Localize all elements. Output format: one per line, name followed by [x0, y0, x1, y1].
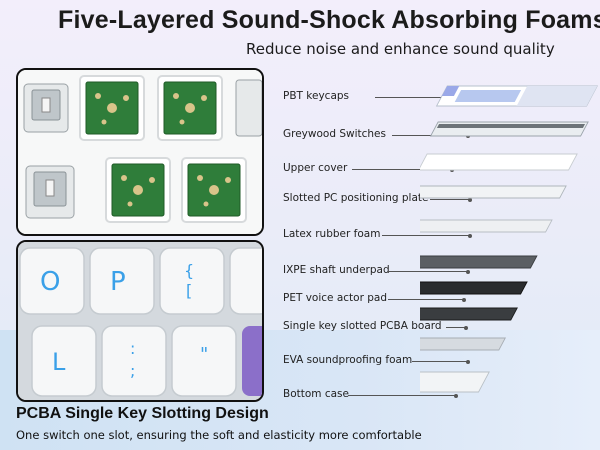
leader-line-pc-plate [430, 197, 472, 202]
exploded-layer-stack [420, 85, 599, 393]
bottom-case-layer [420, 371, 490, 393]
keycap-legend-colon: : [130, 339, 135, 358]
keycap-legend-l: L [52, 348, 66, 376]
layer-label-upper-cover: Upper cover [283, 162, 348, 174]
ixpe-pad-layer [420, 255, 538, 269]
layer-label-keycaps: PBT keycaps [283, 90, 350, 102]
keycaps-closeup-photo: O P { [ L : ; " [16, 240, 264, 402]
switches-layer [429, 121, 589, 137]
layer-label-eva-foam: EVA soundproofing foam [283, 354, 413, 366]
pc-plate-layer [420, 185, 567, 199]
keycap-legend-brace: { [184, 261, 194, 280]
layer-label-ixpe-pad: IXPE shaft underpad [283, 264, 390, 276]
leader-line-pet-pad [388, 297, 466, 302]
layer-label-pet-pad: PET voice actor pad [283, 292, 388, 304]
keycap-legend-bracket: [ [186, 281, 192, 300]
pcba-slots-illustration [18, 70, 262, 234]
keycaps-illustration: O P { [ L : ; " [18, 242, 262, 400]
leader-line-bottom-case [348, 393, 458, 398]
pet-pad-layer [420, 281, 528, 295]
page-title: Five-Layered Sound-Shock Absorbing Foams [58, 6, 600, 34]
upper-cover-layer [420, 153, 578, 171]
leader-line-ixpe-pad [388, 269, 470, 274]
layer-label-latex-foam: Latex rubber foam [283, 228, 381, 240]
layer-label-pc-plate: Slotted PC positioning plate [283, 192, 429, 204]
page-subtitle: Reduce noise and enhance sound quality [246, 40, 555, 58]
pcba-slots-photo [16, 68, 264, 236]
eva-foam-layer [420, 337, 507, 351]
layer-label-bottom-case: Bottom case [283, 388, 349, 400]
keycap-legend-quote: " [200, 344, 208, 365]
layer-label-pcba-board: Single key slotted PCBA board [283, 320, 442, 332]
leader-line-latex-foam [382, 233, 472, 238]
keycap-legend-o: O [40, 267, 60, 297]
keycaps-layer [435, 85, 599, 107]
keycap-legend-semicolon: ; [130, 361, 135, 380]
layer-label-switches: Greywood Switches [283, 128, 386, 140]
keycap-legend-p: P [110, 267, 126, 297]
leader-line-pcba-board [446, 325, 468, 330]
pcba-design-title: PCBA Single Key Slotting Design [16, 405, 269, 422]
latex-foam-layer [420, 219, 553, 233]
leader-line-eva-foam [412, 359, 470, 364]
pcba-board-layer [420, 307, 518, 321]
pcba-design-subtitle: One switch one slot, ensuring the soft a… [16, 428, 422, 442]
